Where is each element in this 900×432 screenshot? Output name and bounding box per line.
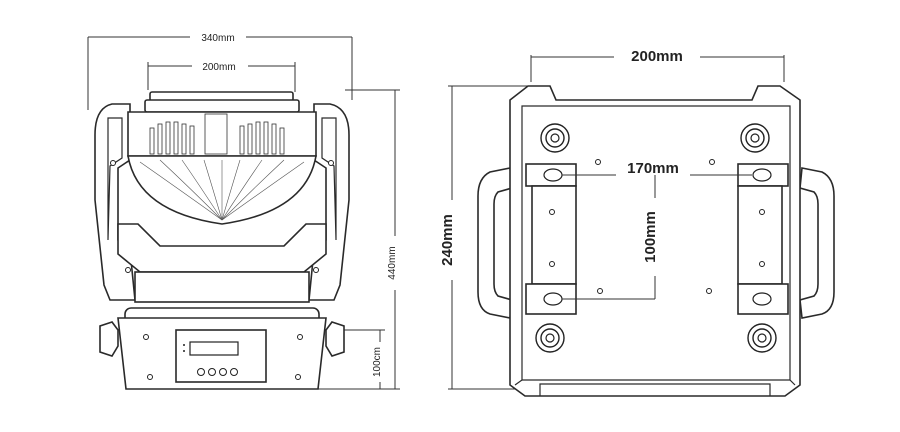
down-button[interactable] [219, 368, 227, 376]
screw [549, 209, 555, 215]
dimension-440mm: 440mm [310, 89, 400, 390]
foot-bottom-right [747, 323, 777, 353]
dim-label-170mm: 170mm [627, 160, 679, 177]
mount-hole [543, 292, 563, 306]
foot-top-right [740, 123, 770, 153]
dim-label-200mm-front: 200mm [202, 62, 235, 73]
bottom-view: 200mm 240mm [439, 48, 835, 397]
foot-top-left [540, 123, 570, 153]
led-indicator [183, 350, 185, 352]
screw [549, 261, 555, 267]
menu-button[interactable] [197, 368, 205, 376]
yoke-bottom [117, 223, 327, 273]
lens-rays [139, 159, 305, 221]
dimension-100mm: 100mm [562, 175, 659, 300]
dim-label-100mm: 100mm [642, 211, 659, 263]
base-handle-left [99, 321, 119, 357]
led-indicator [183, 344, 185, 346]
screw [709, 159, 715, 165]
base-handle-right [325, 321, 345, 357]
display-screen [189, 341, 239, 356]
dim-label-100cm: 100cm [372, 347, 383, 377]
dim-label-200mm-top: 200mm [631, 48, 683, 65]
dim-label-240mm: 240mm [439, 214, 456, 266]
dimension-240mm: 240mm [439, 85, 528, 390]
mount-hole [752, 168, 772, 182]
screw [125, 267, 131, 273]
clamp-bracket-right [737, 163, 789, 315]
up-button[interactable] [208, 368, 216, 376]
lens-rim [144, 99, 300, 113]
yoke-arm-right-inner [321, 117, 337, 241]
screw [295, 374, 301, 380]
dimension-200mm-top: 200mm [530, 48, 785, 82]
handle-left [477, 167, 513, 319]
dimension-200mm-front: 200mm [147, 62, 296, 92]
cooling-fins [149, 113, 285, 155]
foot-bottom-left [535, 323, 565, 353]
screw [110, 160, 116, 166]
screw [297, 334, 303, 340]
enter-button[interactable] [230, 368, 238, 376]
base-plate-edge [514, 379, 796, 396]
clamp-bracket-left [525, 163, 577, 315]
bracket-rail [737, 185, 783, 285]
dim-label-340mm: 340mm [201, 33, 234, 44]
bracket-rail [531, 185, 577, 285]
screw [143, 334, 149, 340]
dim-label-440mm: 440mm [387, 246, 398, 279]
screw [597, 288, 603, 294]
screw [759, 209, 765, 215]
yoke-arm-left-inner [107, 117, 123, 241]
screw [595, 159, 601, 165]
screw [706, 288, 712, 294]
handle-right [799, 167, 835, 319]
screw [147, 374, 153, 380]
base-plate [509, 85, 801, 397]
screw [759, 261, 765, 267]
mount-hole [752, 292, 772, 306]
dimension-170mm: 170mm [562, 160, 752, 177]
front-view: 340mm 200mm 440mm 100cm [87, 33, 400, 390]
screw [328, 160, 334, 166]
screw [313, 267, 319, 273]
dimension-340mm: 340mm [87, 33, 353, 110]
yoke-column [134, 271, 310, 303]
mount-hole [543, 168, 563, 182]
